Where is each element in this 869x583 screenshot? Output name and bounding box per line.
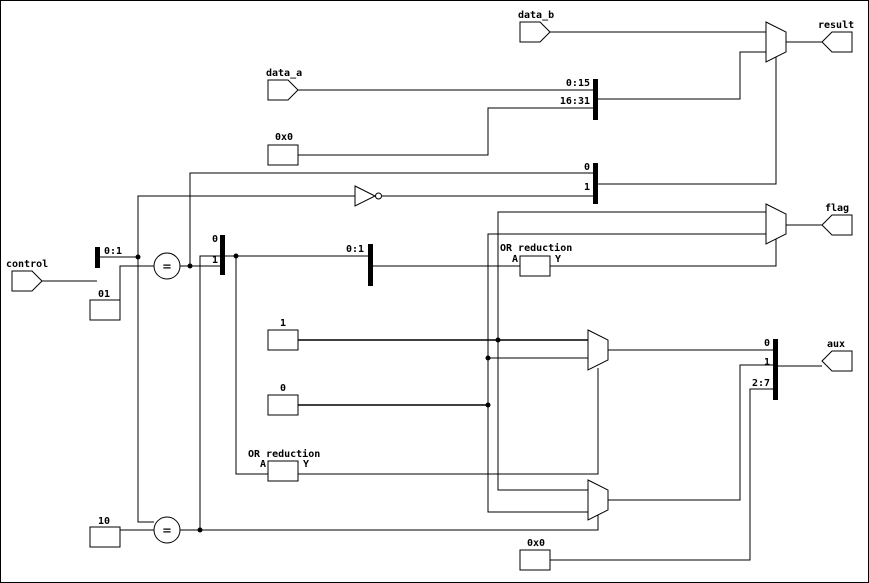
bus-label: 0 xyxy=(764,338,770,349)
result-concat-bar xyxy=(593,79,598,120)
bus-bars xyxy=(95,79,778,400)
or-reduction-y-label: Y xyxy=(555,254,561,265)
bus-label: 16:31 xyxy=(560,96,590,107)
sel-concat-bar xyxy=(593,163,598,204)
bus-label: 0:15 xyxy=(566,78,590,89)
port-data-b: data_b xyxy=(518,10,554,43)
port-aux: aux xyxy=(821,339,853,372)
const-10: 10 xyxy=(89,516,121,548)
bus-labels: 0:15 16:31 0 1 0:1 0 1 0:1 0 1 2:7 xyxy=(104,78,770,389)
flag-mux xyxy=(765,203,787,245)
bus-label: 1 xyxy=(584,182,590,193)
port-control: control xyxy=(6,259,48,292)
port-label: data_b xyxy=(518,10,554,21)
mid-mux xyxy=(587,329,609,371)
mid-slice-bar xyxy=(368,244,373,286)
or-reduction-label: OR reduction xyxy=(500,242,572,254)
junction xyxy=(233,253,239,259)
const-label: 0x0 xyxy=(275,132,293,143)
junction xyxy=(485,355,491,361)
port-label: control xyxy=(6,259,48,270)
const-label: 10 xyxy=(98,516,110,527)
or-reduction-y-label: Y xyxy=(303,459,309,470)
or-reduction-label: OR reduction xyxy=(248,448,320,460)
aux-concat-bar xyxy=(773,339,778,400)
junction xyxy=(135,254,141,260)
or-reduction-bottom: OR reduction A Y xyxy=(248,448,320,482)
eq-comparator-top: = xyxy=(153,252,181,280)
bottom-mux xyxy=(587,479,609,521)
const-0x0-bottom: 0x0 xyxy=(519,538,551,571)
not-gate xyxy=(354,185,382,207)
control-slice-bar xyxy=(95,247,100,268)
bus-label: 0 xyxy=(584,162,590,173)
eq-symbol: = xyxy=(163,523,171,539)
bus-label: 1 xyxy=(764,357,770,368)
wires xyxy=(42,31,822,561)
bus-label: 2:7 xyxy=(752,378,770,389)
result-mux xyxy=(765,21,787,63)
junction xyxy=(197,527,203,533)
port-label: aux xyxy=(827,339,845,350)
const-1: 1 xyxy=(267,318,299,351)
eq-comparator-bottom: = xyxy=(153,516,181,544)
junctions xyxy=(135,253,501,533)
junction xyxy=(485,402,491,408)
bus-label: 0 xyxy=(212,234,218,245)
cmp-concat-bar xyxy=(220,235,225,275)
port-label: flag xyxy=(825,203,849,214)
port-data-a: data_a xyxy=(266,68,302,101)
port-label: data_a xyxy=(266,68,302,79)
bus-label: 0:1 xyxy=(346,244,364,255)
const-0x0-top: 0x0 xyxy=(267,132,299,166)
or-reduction-a-label: A xyxy=(260,459,266,470)
muxes xyxy=(587,21,787,521)
or-reduction-top: OR reduction A Y xyxy=(500,242,572,277)
port-result: result xyxy=(818,20,854,53)
const-label: 01 xyxy=(98,289,110,300)
eq-symbol: = xyxy=(163,259,171,275)
const-label: 0 xyxy=(280,383,286,394)
port-flag: flag xyxy=(821,203,853,236)
bus-label: 1 xyxy=(212,255,218,266)
port-label: result xyxy=(818,20,854,31)
const-label: 1 xyxy=(280,318,286,329)
const-label: 0x0 xyxy=(527,538,545,549)
bus-label: 0:1 xyxy=(104,246,122,257)
const-01: 01 xyxy=(89,289,121,321)
junction xyxy=(495,337,501,343)
const-0: 0 xyxy=(267,383,299,416)
junction xyxy=(187,263,193,269)
or-reduction-a-label: A xyxy=(512,254,518,265)
